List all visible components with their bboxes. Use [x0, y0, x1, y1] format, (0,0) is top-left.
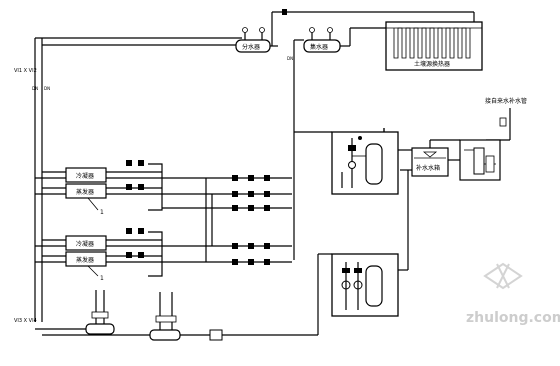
pipe-label: DN — [287, 56, 293, 61]
ground-source-heat-exchanger: 土壤源换热器 — [385, 21, 483, 71]
ground-exchanger-label: 土壤源换热器 — [414, 60, 450, 68]
valve-row-2 — [232, 205, 270, 265]
unit1-condenser-label: 冷凝器 — [76, 172, 94, 180]
unit2-number: 1 — [100, 275, 104, 282]
collector-right-label: 集水器 — [310, 43, 328, 51]
left-risers: DN DN — [32, 37, 242, 322]
distributor-left: 分水器 — [235, 27, 278, 53]
unit1-number: 1 — [100, 209, 104, 216]
tap-water-supply: 接自来水补水管 — [485, 97, 527, 141]
riser-label: DN — [32, 86, 38, 91]
unit2-evaporator-label: 蒸发器 — [76, 256, 94, 264]
distributor-left-label: 分水器 — [242, 43, 260, 51]
unit1-evaporator-label: 蒸发器 — [76, 188, 94, 196]
bottom-right-device — [42, 292, 319, 341]
makeup-water-tank: 补水水箱 — [400, 139, 460, 177]
heat-pump-unit-2: 冷凝器 蒸发器 1 — [35, 228, 162, 282]
water-treatment-unit — [459, 139, 501, 181]
unit2-condenser-label: 冷凝器 — [76, 240, 94, 248]
valve-label-vi1-vi2: VI1 X VI2 — [14, 68, 37, 74]
collector-right: 集水器 — [303, 27, 350, 53]
water-tank-label: 补水水箱 — [416, 164, 440, 172]
pump-station-upper — [331, 128, 412, 195]
pump-station-lower — [331, 170, 409, 317]
valve-symbol — [282, 9, 287, 15]
tap-water-label: 接自来水补水管 — [485, 97, 527, 105]
valve-row-1 — [232, 175, 270, 197]
heat-pump-unit-1: 冷凝器 蒸发器 1 — [35, 160, 162, 216]
bottom-left-device — [35, 290, 115, 335]
valve-label-vi3-vi4: VI3 X VI4 — [14, 318, 37, 324]
watermark-text: zhulong.com — [466, 310, 560, 326]
riser-label: DN — [44, 86, 50, 91]
watermark: zhulong.com — [466, 262, 560, 326]
